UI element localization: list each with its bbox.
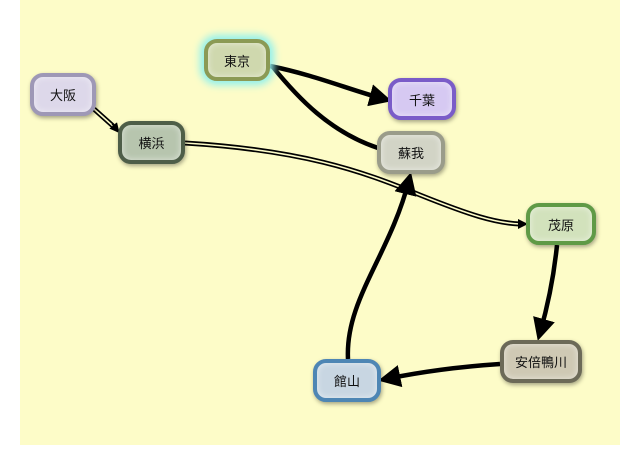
node-label: 千葉	[408, 93, 435, 109]
node-label: 大阪	[49, 89, 76, 104]
edge-tateyama-soga	[345, 172, 417, 360]
node-osaka[interactable]: 大阪	[30, 73, 96, 116]
node-tokyo[interactable]: 東京	[204, 39, 270, 81]
node-label: 茂原	[547, 218, 574, 234]
node-label: 安倍鴨川	[514, 356, 567, 371]
node-soga[interactable]: 蘇我	[377, 131, 445, 174]
node-yokohama[interactable]: 横浜	[118, 121, 185, 164]
edge-soga-tokyo	[270, 64, 379, 151]
node-awa-kamogawa[interactable]: 安倍鴨川	[500, 340, 582, 383]
edge-osaka-yokohama	[92, 107, 120, 134]
edge-mobara-awa	[533, 244, 560, 341]
edge-tokyo-chiba	[269, 63, 392, 107]
node-tateyama[interactable]: 館山	[313, 359, 381, 402]
edge-yokohama-mobara	[184, 140, 528, 229]
edge-awa-tateyama	[378, 361, 501, 388]
node-label: 横浜	[138, 137, 165, 152]
node-chiba[interactable]: 千葉	[388, 78, 456, 120]
node-mobara[interactable]: 茂原	[526, 203, 596, 245]
node-label: 東京	[223, 54, 250, 70]
node-label: 館山	[333, 375, 360, 390]
node-label: 蘇我	[397, 147, 424, 162]
